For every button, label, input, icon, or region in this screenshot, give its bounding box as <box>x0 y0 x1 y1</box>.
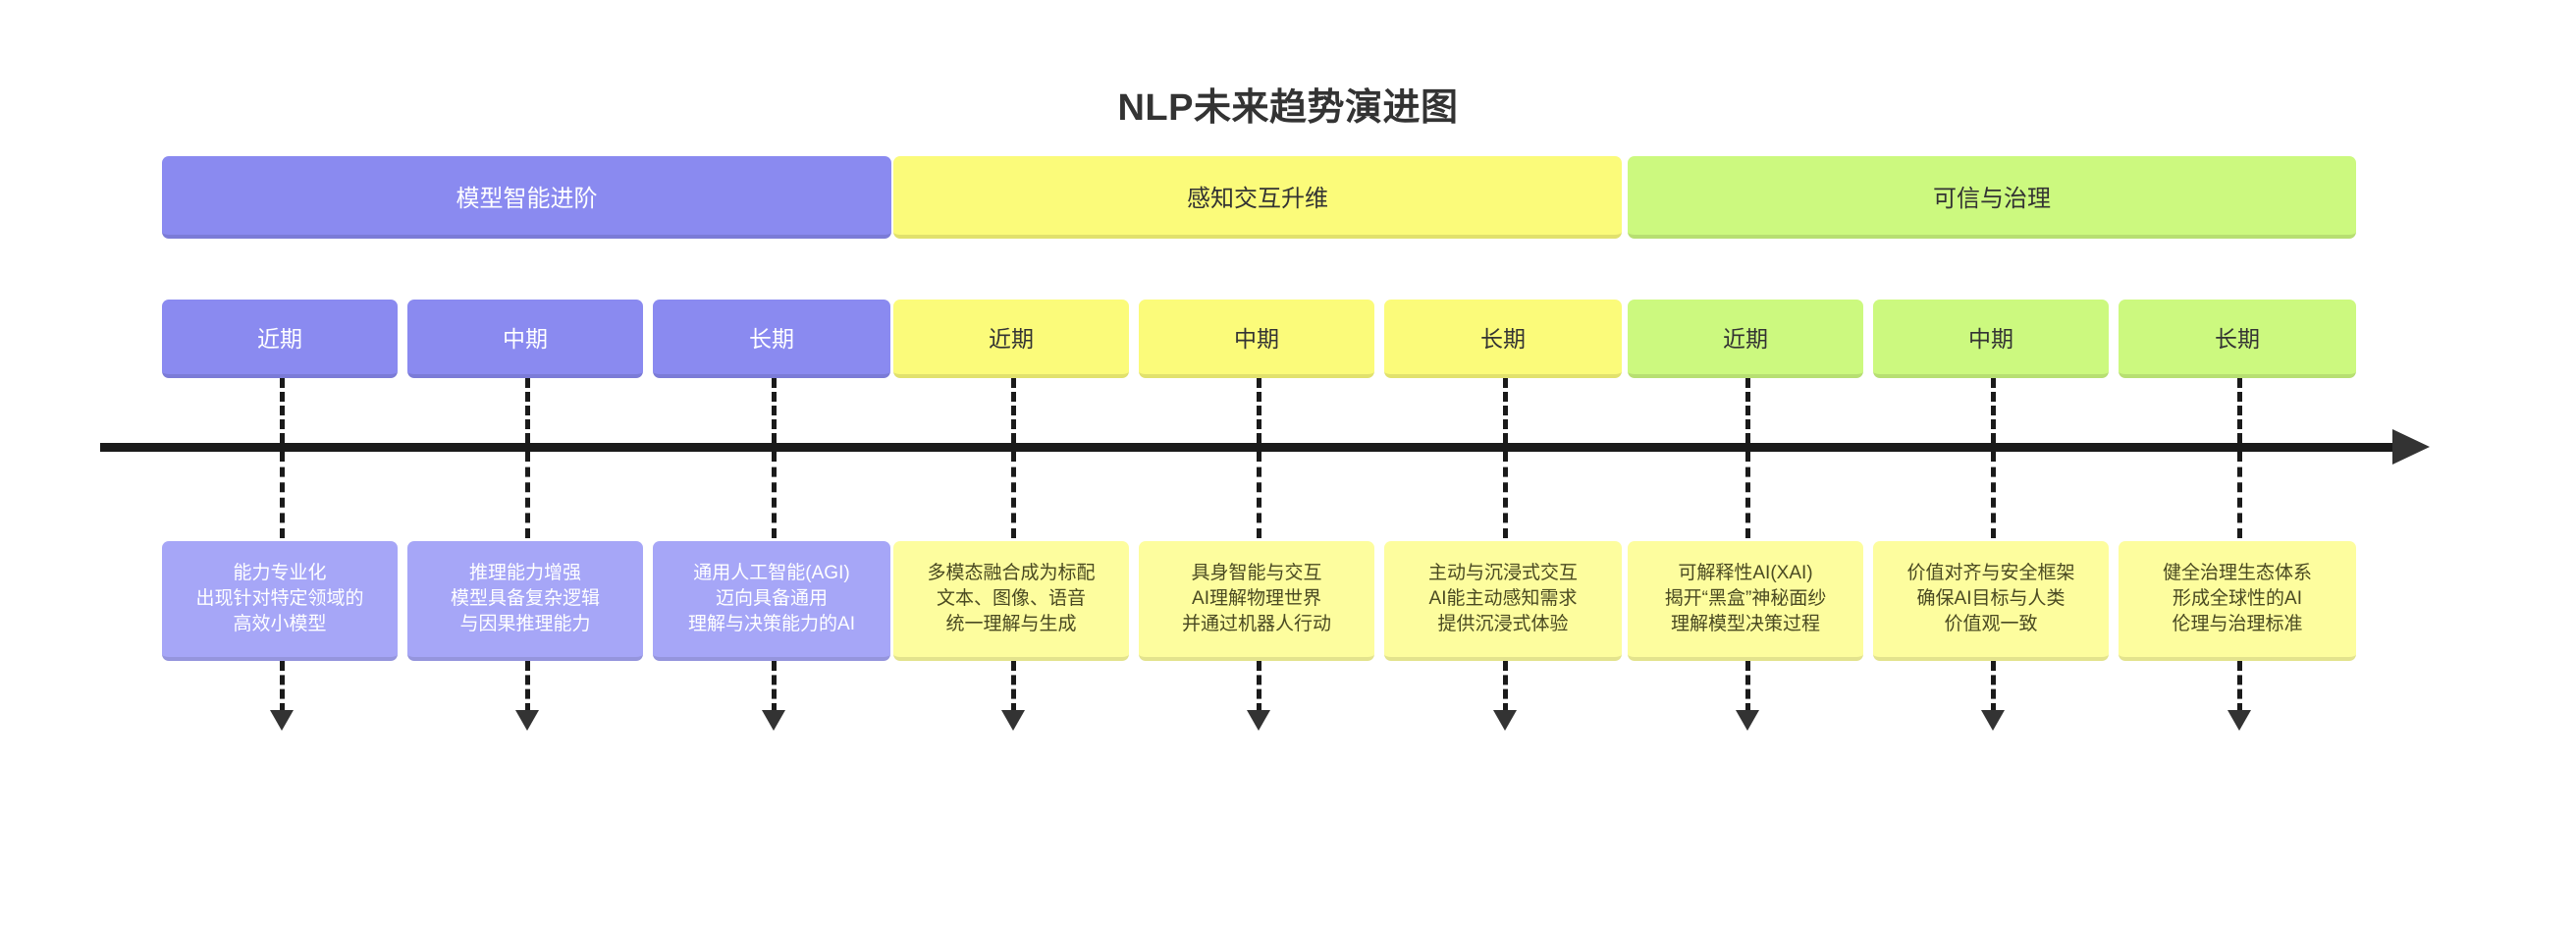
phase-box[interactable]: 长期 <box>653 300 890 378</box>
connector-dash-upper <box>1745 378 1750 443</box>
connector-dash-tail <box>1991 661 1996 713</box>
phase-label: 近期 <box>989 326 1034 352</box>
content-line: AI理解物理世界 <box>1192 587 1321 609</box>
content-line: 能力专业化 <box>233 562 327 583</box>
phase-label: 中期 <box>1968 326 2013 352</box>
phase-box[interactable]: 近期 <box>1628 300 1863 378</box>
phase-label: 近期 <box>257 326 302 352</box>
connector-dash-lower <box>1745 452 1750 538</box>
phase-box[interactable]: 中期 <box>407 300 643 378</box>
content-line: 统一理解与生成 <box>945 614 1077 635</box>
content-box[interactable]: 价值对齐与安全框架确保AI目标与人类价值观一致 <box>1873 541 2109 661</box>
content-line: 模型具备复杂逻辑 <box>450 587 600 609</box>
content-line: 确保AI目标与人类 <box>1916 587 2066 609</box>
group-header[interactable]: 可信与治理 <box>1628 156 2356 239</box>
phase-label: 长期 <box>2215 326 2260 352</box>
phase-box[interactable]: 中期 <box>1873 300 2109 378</box>
content-line: 并通过机器人行动 <box>1181 614 1331 635</box>
group-header-label: 可信与治理 <box>1933 185 2051 212</box>
content-box[interactable]: 可解释性AI(XAI) 揭开“黑盒”神秘面纱理解模型决策过程 <box>1628 541 1863 661</box>
phase-box[interactable]: 中期 <box>1139 300 1374 378</box>
connector-dash-tail <box>1503 661 1508 713</box>
connector-dash-tail <box>1257 661 1261 713</box>
connector-dash-upper <box>1257 378 1261 443</box>
phase-label: 长期 <box>749 326 794 352</box>
connector-dash-tail <box>1011 661 1016 713</box>
connector-dash-upper <box>525 378 530 443</box>
content-line: 价值观一致 <box>1944 614 2038 635</box>
content-box[interactable]: 能力专业化出现针对特定领域的高效小模型 <box>162 541 398 661</box>
content-line: 高效小模型 <box>233 614 327 635</box>
content-line: 理解模型决策过程 <box>1670 614 1820 635</box>
content-line: 推理能力增强 <box>468 562 581 583</box>
content-line: 提供沉浸式体验 <box>1437 614 1569 635</box>
connector-dash-lower <box>772 452 777 538</box>
connector-arrow-icon <box>1247 710 1270 731</box>
connector-dash-upper <box>1503 378 1508 443</box>
content-line: 揭开“黑盒”神秘面纱 <box>1664 587 1827 609</box>
content-line: 可解释性AI(XAI) <box>1678 562 1813 583</box>
connector-arrow-icon <box>1493 710 1517 731</box>
content-line: 多模态融合成为标配 <box>927 562 1096 583</box>
content-box[interactable]: 多模态融合成为标配文本、图像、语音统一理解与生成 <box>893 541 1129 661</box>
connector-dash-tail <box>2237 661 2242 713</box>
content-line: AI能主动感知需求 <box>1428 587 1578 609</box>
content-box[interactable]: 具身智能与交互 AI理解物理世界并通过机器人行动 <box>1139 541 1374 661</box>
content-box[interactable]: 主动与沉浸式交互 AI能主动感知需求提供沉浸式体验 <box>1384 541 1622 661</box>
content-box[interactable]: 通用人工智能(AGI) 迈向具备通用理解与决策能力的AI <box>653 541 890 661</box>
group-header-label: 模型智能进阶 <box>456 185 598 212</box>
connector-dash-lower <box>2237 452 2242 538</box>
connector-arrow-icon <box>2227 710 2251 731</box>
content-line: 通用人工智能(AGI) <box>693 562 850 583</box>
content-box[interactable]: 推理能力增强模型具备复杂逻辑与因果推理能力 <box>407 541 643 661</box>
connector-dash-upper <box>1011 378 1016 443</box>
connector-dash-lower <box>280 452 285 538</box>
connector-arrow-icon <box>1981 710 2005 731</box>
connector-dash-tail <box>280 661 285 713</box>
connector-dash-tail <box>525 661 530 713</box>
connector-dash-lower <box>1011 452 1016 538</box>
connector-dash-upper <box>280 378 285 443</box>
timeline-axis-line <box>100 443 2397 452</box>
connector-arrow-icon <box>515 710 539 731</box>
phase-label: 中期 <box>1234 326 1279 352</box>
phase-label: 近期 <box>1723 326 1768 352</box>
content-line: 理解与决策能力的AI <box>688 614 855 635</box>
content-line: 具身智能与交互 <box>1191 562 1322 583</box>
content-line: 出现针对特定领域的 <box>195 587 364 609</box>
connector-dash-tail <box>1745 661 1750 713</box>
phase-box[interactable]: 近期 <box>162 300 398 378</box>
page-title: NLP未来趋势演进图 <box>1117 87 1459 129</box>
connector-arrow-icon <box>762 710 785 731</box>
connector-arrow-icon <box>1736 710 1759 731</box>
phase-box[interactable]: 长期 <box>2119 300 2356 378</box>
connector-dash-upper <box>772 378 777 443</box>
content-line: 伦理与治理标准 <box>2172 614 2303 635</box>
phase-box[interactable]: 长期 <box>1384 300 1622 378</box>
content-line: 文本、图像、语音 <box>936 587 1086 609</box>
content-line: 迈向具备通用 <box>715 587 828 609</box>
connector-dash-upper <box>2237 378 2242 443</box>
connector-dash-lower <box>1991 452 1996 538</box>
connector-dash-lower <box>1257 452 1261 538</box>
connector-dash-lower <box>1503 452 1508 538</box>
connector-dash-lower <box>525 452 530 538</box>
content-line: 与因果推理能力 <box>459 614 591 635</box>
group-header[interactable]: 感知交互升维 <box>893 156 1622 239</box>
timeline-arrow-icon <box>2392 429 2430 465</box>
phase-box[interactable]: 近期 <box>893 300 1129 378</box>
connector-arrow-icon <box>1001 710 1025 731</box>
content-line: 价值对齐与安全框架 <box>1906 562 2075 583</box>
phase-label: 长期 <box>1480 326 1526 352</box>
connector-arrow-icon <box>270 710 294 731</box>
content-box[interactable]: 健全治理生态体系形成全球性的AI 伦理与治理标准 <box>2119 541 2356 661</box>
content-line: 形成全球性的AI <box>2173 587 2302 609</box>
connector-dash-tail <box>772 661 777 713</box>
content-line: 主动与沉浸式交互 <box>1427 562 1578 583</box>
connector-dash-upper <box>1991 378 1996 443</box>
group-header-label: 感知交互升维 <box>1187 185 1328 212</box>
group-header[interactable]: 模型智能进阶 <box>162 156 891 239</box>
phase-label: 中期 <box>503 326 548 352</box>
content-line: 健全治理生态体系 <box>2162 562 2312 583</box>
